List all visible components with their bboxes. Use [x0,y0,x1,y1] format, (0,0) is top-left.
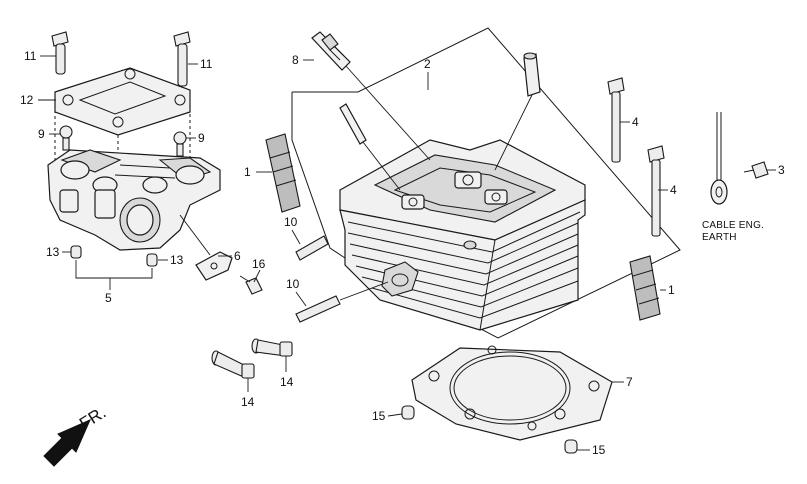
callout-14-upper: 14 [280,375,294,389]
valve-guide-left [339,103,401,191]
stud-10-lower [295,295,341,323]
callout-5: 5 [105,291,112,305]
callout-13-right: 13 [170,253,184,267]
earth-cable [710,112,728,205]
callout-4-upper: 4 [632,115,639,129]
bolt-11-right [173,31,191,87]
head-gasket [411,345,613,441]
callout-13-left: 13 [46,245,60,259]
leader-5 [75,260,153,279]
cable-label-line2: EARTH [702,232,737,243]
bolt-16 [239,275,263,295]
dowel-13-right [146,253,158,267]
bolt-11-left [51,31,69,75]
front-arrow-icon [43,419,91,467]
callout-15-lower: 15 [592,443,606,457]
callout-9-left: 9 [38,127,45,141]
callout-8: 8 [292,53,299,67]
dowel-13-left [70,245,82,259]
callout-7: 7 [626,375,633,389]
rocker-plate [54,67,191,160]
bolt-14-lower [211,350,255,379]
rocker-arm-holder [47,149,221,251]
seal-1-left [265,133,301,213]
bolt-9-left [59,125,73,151]
cylinder-head [339,139,586,331]
callout-10-upper: 10 [284,215,298,229]
leader-lines [38,55,776,451]
bolt-3 [743,161,769,179]
callout-1-right: 1 [668,283,675,297]
cam-sprocket-plate [179,214,233,281]
callout-10-lower: 10 [286,277,300,291]
callout-9-right: 9 [198,131,205,145]
callout-3: 3 [778,163,785,177]
callout-16: 16 [252,257,266,271]
callout-15-upper: 15 [372,409,386,423]
head-bolt-4-lower [647,145,665,237]
callout-14-lower: 14 [241,395,255,409]
callout-11-left: 11 [24,49,37,63]
callout-6: 6 [234,249,241,263]
valve-guide-right [494,52,541,171]
dowel-15-upper [401,405,415,420]
head-group-outline [291,27,681,339]
spark-plug [311,31,431,161]
callout-11-right: 11 [200,57,213,71]
callout-2: 2 [424,57,431,71]
callout-12: 12 [20,93,34,107]
callout-1-left: 1 [244,165,251,179]
bolt-9-right [173,131,187,157]
stud-10-upper [295,235,329,261]
bolt-14-upper [251,338,293,357]
head-bolt-4-upper [607,77,625,163]
seal-1-right [629,255,661,321]
callout-4-lower: 4 [670,183,677,197]
cable-label-line1: CABLE ENG. [702,220,764,231]
dowel-15-lower [564,439,578,454]
